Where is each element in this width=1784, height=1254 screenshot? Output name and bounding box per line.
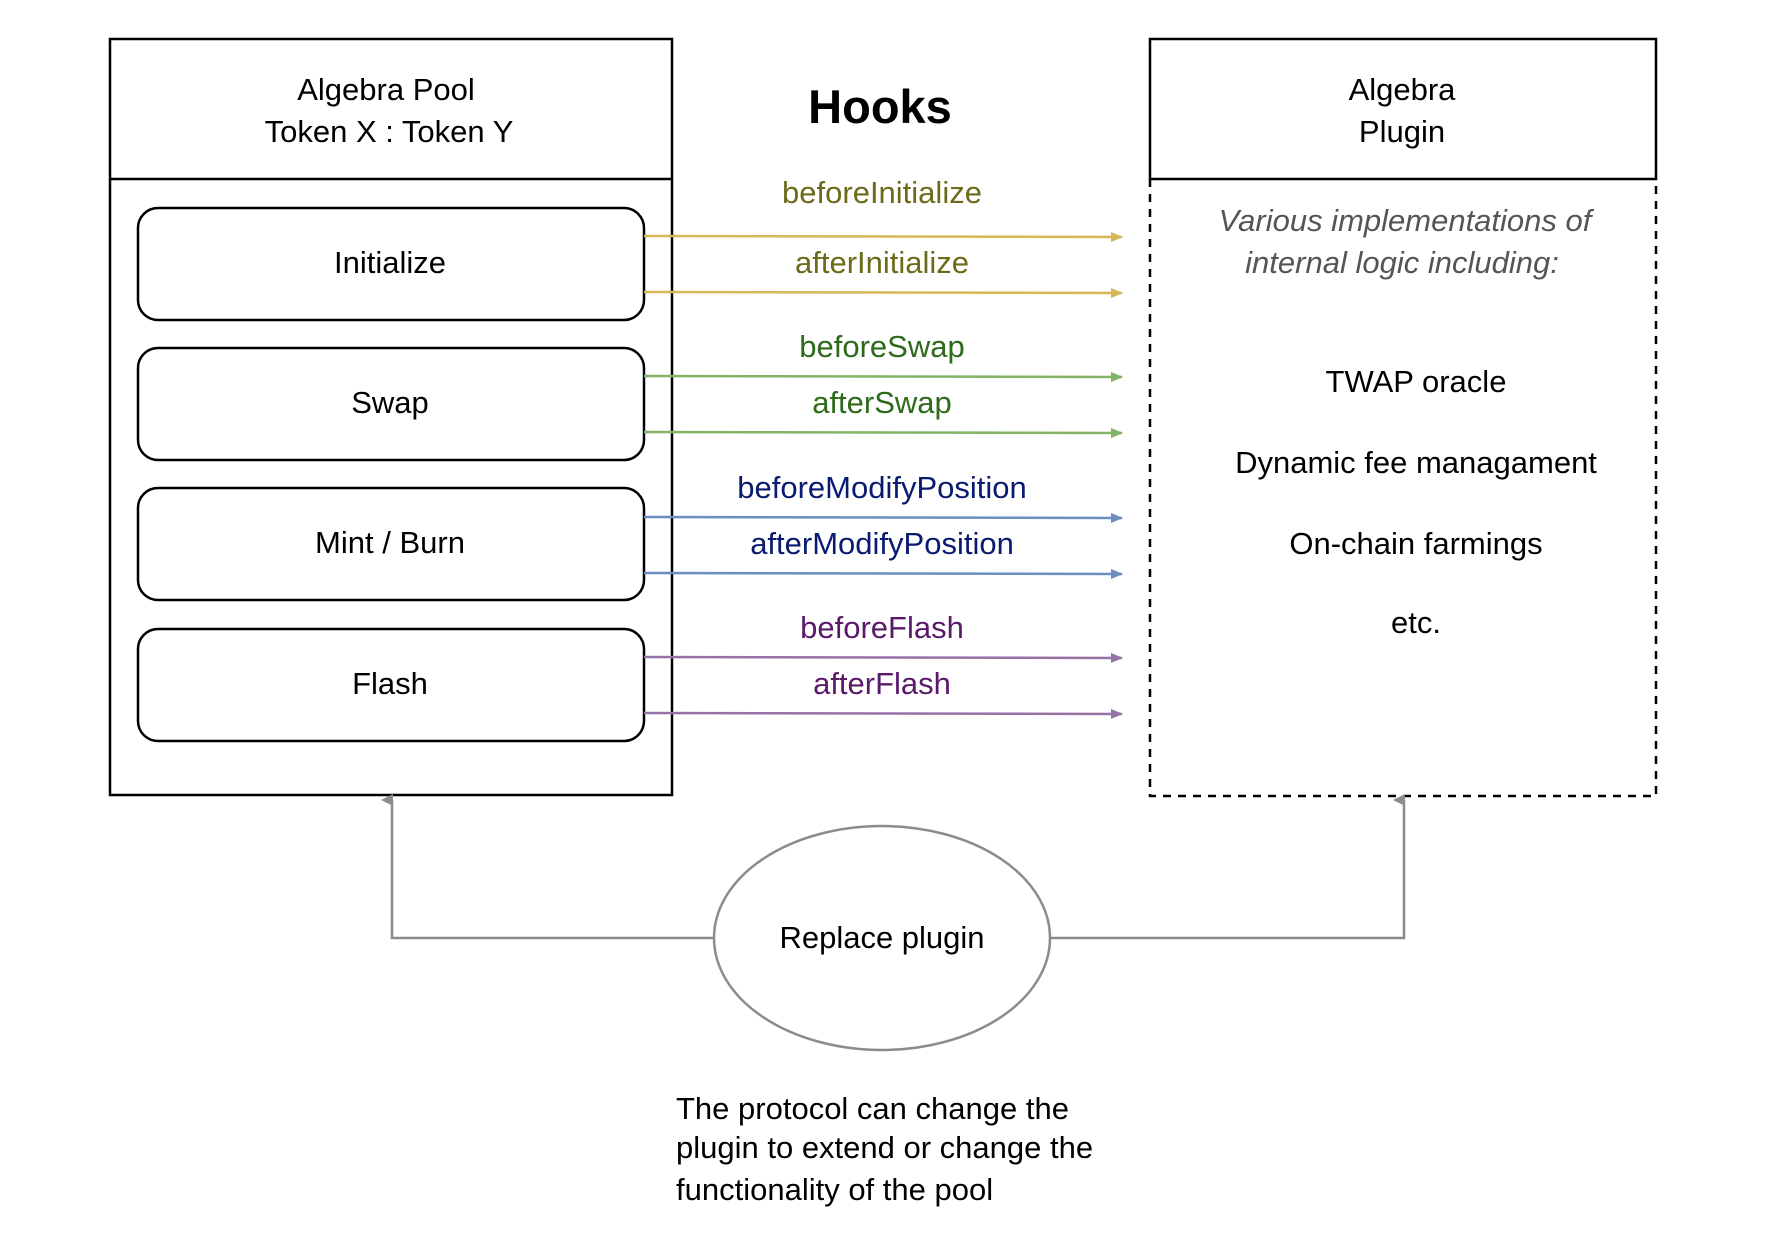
replace-note-line-3: functionality of the pool — [676, 1172, 993, 1207]
hook-after-swap-label: afterSwap — [812, 385, 952, 420]
hook-after-flash: afterFlash — [643, 666, 1123, 719]
hook-after-initialize-label: afterInitialize — [795, 245, 969, 280]
hook-after-flash-arrow — [643, 708, 1123, 719]
hook-after-modify-position-label: afterModifyPosition — [750, 526, 1014, 561]
hook-before-swap-arrow — [643, 371, 1123, 382]
method-mint-burn-label: Mint / Burn — [315, 525, 465, 560]
algebra-plugin-box: Algebra Plugin Various implementations o… — [1148, 37, 1658, 798]
method-flash: Flash — [136, 627, 646, 743]
hook-after-swap: afterSwap — [643, 385, 1123, 438]
plugin-feature-farmings: On-chain farmings — [1289, 526, 1542, 561]
replace-to-pool-connector — [381, 794, 714, 940]
hook-after-modify-position-arrow — [643, 568, 1123, 579]
replace-to-plugin-connector — [1050, 794, 1406, 940]
hook-before-modify-position-label: beforeModifyPosition — [737, 470, 1027, 505]
hook-after-initialize: afterInitialize — [643, 245, 1123, 298]
pool-header-line-2: Token X : Token Y — [265, 114, 514, 149]
plugin-header-line-1: Algebra — [1349, 72, 1457, 107]
hook-after-modify-position: afterModifyPosition — [643, 526, 1123, 579]
replace-plugin-label: Replace plugin — [779, 920, 984, 955]
hook-before-modify-position-arrow — [643, 512, 1123, 523]
hook-after-initialize-arrow — [643, 287, 1123, 298]
method-flash-label: Flash — [352, 666, 428, 701]
pool-header-line-1: Algebra Pool — [297, 72, 475, 107]
method-swap-label: Swap — [351, 385, 429, 420]
method-mint-burn: Mint / Burn — [136, 486, 646, 602]
replace-note-line-1: The protocol can change the — [676, 1091, 1069, 1126]
replace-plugin-node: Replace plugin — [712, 824, 1052, 1052]
hook-before-flash: beforeFlash — [643, 610, 1123, 663]
plugin-feature-dynamic-fee: Dynamic fee managament — [1235, 445, 1597, 480]
hook-after-flash-label: afterFlash — [813, 666, 951, 701]
replace-note-line-2: plugin to extend or change the — [676, 1130, 1093, 1165]
hook-after-swap-arrow — [643, 427, 1123, 438]
method-initialize: Initialize — [136, 206, 646, 322]
hook-before-initialize-arrow — [643, 231, 1123, 242]
hook-before-modify-position: beforeModifyPosition — [643, 470, 1123, 523]
method-initialize-label: Initialize — [334, 245, 446, 280]
plugin-feature-twap: TWAP oracle — [1326, 364, 1507, 399]
plugin-intro-line-1: Various implementations of — [1219, 203, 1595, 238]
hook-before-flash-label: beforeFlash — [800, 610, 964, 645]
plugin-feature-etc: etc. — [1391, 605, 1441, 640]
plugin-header-line-2: Plugin — [1359, 114, 1445, 149]
plugin-intro-line-2: internal logic including: — [1245, 245, 1559, 280]
hook-before-initialize-label: beforeInitialize — [782, 175, 982, 210]
method-swap: Swap — [136, 346, 646, 462]
hook-before-flash-arrow — [643, 652, 1123, 663]
diagram-title: Hooks — [808, 80, 952, 133]
hook-before-initialize: beforeInitialize — [643, 175, 1123, 242]
hook-before-swap-label: beforeSwap — [799, 329, 964, 364]
hook-before-swap: beforeSwap — [643, 329, 1123, 382]
